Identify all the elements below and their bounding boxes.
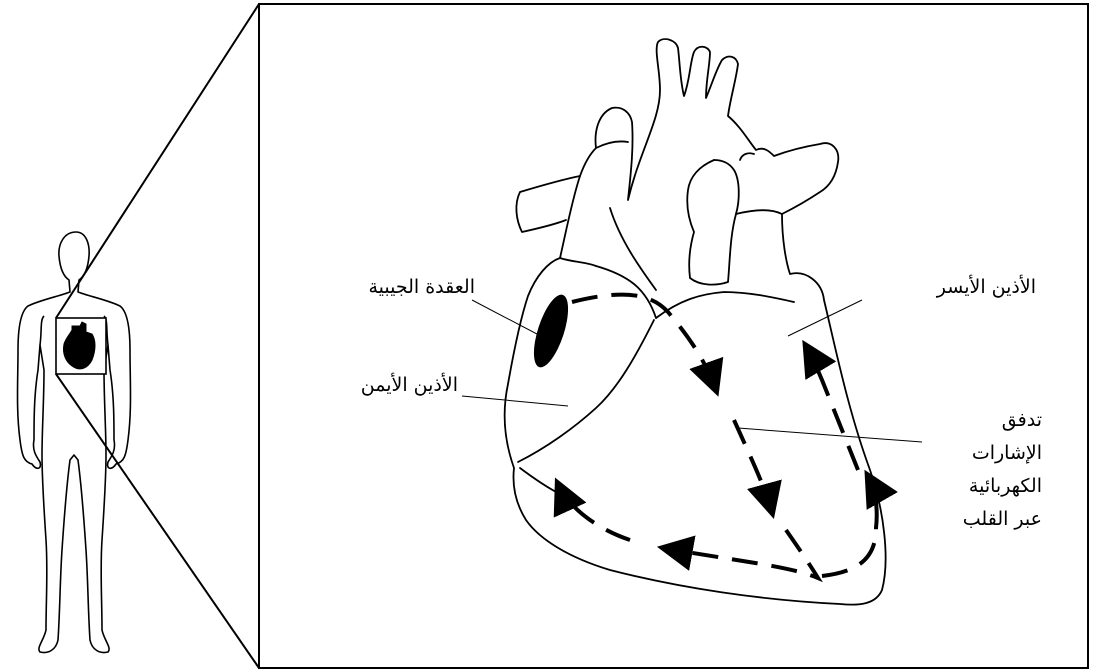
label-right-atrium: الأذين الأيمن: [310, 376, 458, 395]
label-signal-flow: تدفق الإشارات الكهربائية عبر القلب: [930, 404, 1042, 536]
sa-node: [527, 291, 575, 371]
label-signal-flow-line-2: الإشارات: [930, 437, 1042, 470]
signal-paths: [558, 295, 877, 578]
signal-path-sa-to-av: [572, 295, 716, 390]
zoom-line-bottom: [56, 374, 259, 668]
label-signal-flow-line-3: الكهربائية: [930, 470, 1042, 503]
signal-path-septum: [734, 420, 772, 512]
leader-right-atrium: [462, 396, 568, 406]
signal-path-right-wall: [558, 484, 630, 540]
human-silhouette: [18, 232, 131, 653]
label-signal-flow-line-4: عبر القلب: [930, 503, 1042, 536]
inset-frame: [259, 4, 1088, 668]
signal-path-left-wall: [822, 476, 877, 576]
label-sa-node: العقدة الجيبية: [341, 278, 475, 297]
signal-path-apex: [664, 530, 818, 578]
leader-signal-flow: [738, 428, 922, 442]
label-signal-flow-line-1: تدفق: [930, 404, 1042, 437]
label-left-atrium: الأذين الأيسر: [896, 278, 1036, 297]
